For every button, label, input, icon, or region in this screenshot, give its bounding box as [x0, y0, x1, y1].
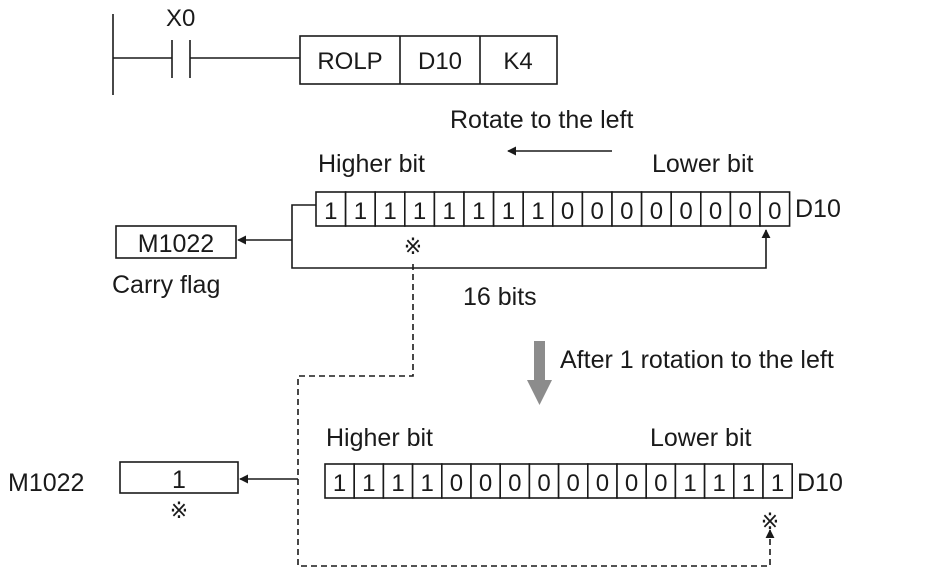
after-bit-cell [674, 463, 706, 499]
after-bit-cell [645, 463, 677, 499]
after-bit-cell [411, 463, 443, 499]
before-bit-cell [463, 191, 495, 227]
after-rotation-caption: After 1 rotation to the left [560, 346, 834, 374]
before-bit-value: 0 [709, 198, 722, 225]
rotate-direction-label: Rotate to the left [450, 106, 634, 134]
instruction-mnemonic: ROLP [317, 48, 382, 75]
after-bit-value: 1 [771, 470, 784, 497]
higher-bit-label-before: Higher bit [318, 150, 425, 178]
before-bit-value: 1 [443, 198, 456, 225]
before-bit-value: 0 [739, 198, 752, 225]
carry-flag-caption: Carry flag [112, 271, 220, 299]
after-bit-value: 1 [742, 470, 755, 497]
after-bit-value: 1 [333, 470, 346, 497]
dashed-rotation-path [297, 264, 775, 567]
ladder-rung [112, 14, 300, 95]
after-bit-value: 0 [567, 470, 580, 497]
rotation-path-before [237, 204, 771, 269]
before-bit-cell [611, 191, 643, 227]
after-bit-cell [762, 463, 794, 499]
before-bit-value: 1 [472, 198, 485, 225]
after-bit-value: 0 [479, 470, 492, 497]
before-bit-cell [581, 191, 613, 227]
after-bit-value: 1 [683, 470, 696, 497]
carry-flag-value: 1 [172, 466, 186, 494]
before-bit-value: 1 [354, 198, 367, 225]
after-bit-cell [440, 463, 472, 499]
before-bit-cell [640, 191, 672, 227]
before-bit-value: 0 [561, 198, 574, 225]
after-bit-value: 0 [450, 470, 463, 497]
msb-marker-before: ※ [404, 234, 422, 259]
before-bit-value: 1 [413, 198, 426, 225]
carry-flag-name-after: M1022 [8, 469, 84, 497]
instruction-box [299, 35, 558, 85]
before-bit-cell [522, 191, 554, 227]
lower-bit-label-before: Lower bit [652, 150, 753, 178]
carry-flag-box-label: M1022 [138, 230, 214, 258]
after-bit-value: 0 [596, 470, 609, 497]
after-bit-value: 0 [537, 470, 550, 497]
before-bit-value: 0 [679, 198, 692, 225]
after-bit-value: 0 [654, 470, 667, 497]
after-bit-value: 0 [625, 470, 638, 497]
before-bit-value: 1 [383, 198, 396, 225]
contact-label: X0 [166, 5, 195, 32]
before-bit-value: 1 [531, 198, 544, 225]
before-bit-value: 0 [591, 198, 604, 225]
after-bit-value: 1 [362, 470, 375, 497]
register-label-before: D10 [795, 195, 841, 223]
before-bit-value: 1 [502, 198, 515, 225]
after-bit-cell [382, 463, 414, 499]
before-bit-cell [433, 191, 465, 227]
carry-marker-after: ※ [170, 498, 188, 523]
before-bit-value: 0 [768, 198, 781, 225]
instruction-operand-k: K4 [503, 48, 532, 75]
before-bit-value: 0 [650, 198, 663, 225]
after-bit-value: 1 [391, 470, 404, 497]
before-bit-value: 0 [620, 198, 633, 225]
bit-width-label: 16 bits [463, 283, 537, 311]
higher-bit-label-after: Higher bit [326, 424, 433, 452]
after-bit-value: 1 [713, 470, 726, 497]
before-bit-cell [492, 191, 525, 227]
after-bit-value: 1 [421, 470, 434, 497]
after-bit-cell [470, 463, 502, 499]
before-bit-cell [729, 191, 761, 227]
after-bit-cell [353, 463, 385, 499]
carry-flag-box [115, 225, 237, 259]
register-label-after: D10 [797, 469, 843, 497]
before-bit-cell [315, 191, 347, 227]
instruction-operand-d: D10 [418, 48, 462, 75]
carry-flag-value-box [119, 461, 239, 494]
after-rotation-arrow [527, 341, 552, 405]
lower-bit-label-after: Lower bit [650, 424, 751, 452]
after-bit-value: 0 [508, 470, 521, 497]
after-bit-cell [616, 463, 648, 499]
before-bit-value: 1 [324, 198, 337, 225]
after-bit-cell [557, 463, 589, 499]
before-bit-cell [759, 191, 791, 227]
before-bit-cell [670, 191, 702, 227]
lsb-marker-after: ※ [761, 509, 779, 534]
after-bit-cell [528, 463, 560, 499]
after-bit-cell [324, 463, 356, 499]
